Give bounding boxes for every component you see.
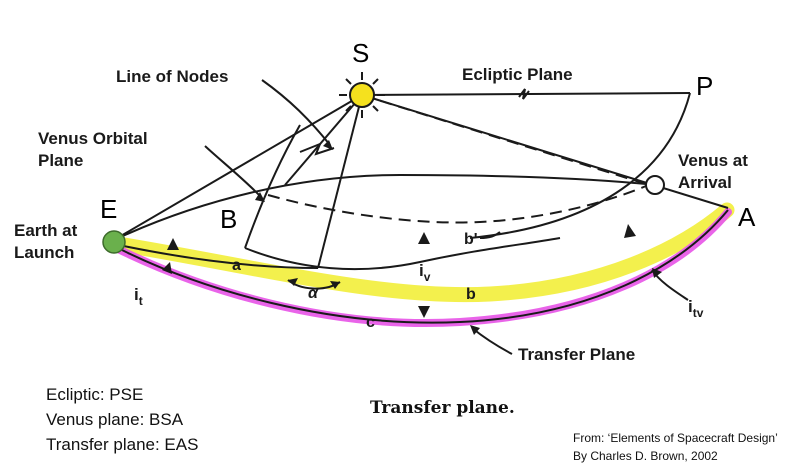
angle-alpha-label: α <box>308 285 319 302</box>
sun-to-earth-line <box>113 94 363 241</box>
earth-at-launch-label-1: Earth at <box>14 221 78 240</box>
i-v-sub: v <box>424 270 431 284</box>
venus-orbital-arc <box>113 173 647 241</box>
arc-c-label: c <box>366 314 375 331</box>
iv-arrow-bottom <box>418 306 430 318</box>
ecliptic-arc-p <box>469 92 691 239</box>
i-tv-sub: tv <box>693 306 704 320</box>
arc-b-prime-label: b' <box>464 231 478 248</box>
source-credit: From: ‘Elements of Spacecraft Design’ By… <box>573 429 778 465</box>
point-s-label: S <box>352 38 369 68</box>
transfer-arc-line <box>113 209 729 324</box>
point-b-label: B <box>220 204 237 234</box>
i-v-main: i <box>419 261 424 280</box>
arc-b-curve <box>244 237 561 271</box>
i-v-label: iv <box>419 261 431 284</box>
earth-at-launch-label-2: Launch <box>14 243 74 262</box>
ecliptic-break-mark <box>518 88 530 100</box>
b-prime-leader <box>479 231 501 239</box>
ecliptic-plane-label: Ecliptic Plane <box>462 65 573 84</box>
iv-arrow-top <box>418 232 430 244</box>
alpha-arrow-left <box>288 278 298 286</box>
arc-b-label: b <box>466 286 476 303</box>
venus-orbital-arrow <box>255 192 265 202</box>
i-t-label: it <box>134 285 143 308</box>
transfer-plane-arrow <box>470 325 480 335</box>
venus-at-arrival-label-2: Arrival <box>678 173 732 192</box>
venus-orbital-plane-label-2: Plane <box>38 151 83 170</box>
earth-icon <box>102 230 126 254</box>
line-of-nodes-break <box>299 142 335 156</box>
sun-icon <box>339 72 385 118</box>
plane-legend: Ecliptic: PSE Venus plane: BSA Transfer … <box>46 382 198 457</box>
line-of-nodes <box>317 94 363 269</box>
legend-venus-plane: Venus plane: BSA <box>46 410 184 429</box>
line-of-nodes-label: Line of Nodes <box>116 67 228 86</box>
transfer-plane-leader <box>471 327 513 355</box>
i-tv-label: itv <box>688 297 704 320</box>
sun-to-b-line <box>284 94 363 186</box>
venus-plane-dashed-arc <box>267 185 647 224</box>
venus-orbital-leader <box>204 145 263 199</box>
venus-plane-left-edge <box>244 124 301 249</box>
point-e-label: E <box>100 194 117 224</box>
credit-author: By Charles D. Brown, 2002 <box>573 449 718 463</box>
it-arrow-bottom <box>162 262 172 274</box>
i-tv-main: i <box>688 297 693 316</box>
itv-arrow-head <box>652 268 662 278</box>
i-t-main: i <box>134 285 139 304</box>
arc-a-label: a <box>232 257 241 274</box>
venus-orbital-plane-label-1: Venus Orbital <box>38 129 148 148</box>
transfer-plane-label: Transfer Plane <box>518 345 635 364</box>
legend-transfer-plane: Transfer plane: EAS <box>46 435 199 454</box>
venus-plane-highlight <box>104 202 735 303</box>
point-a-label: A <box>738 202 756 232</box>
arc-a-line <box>113 243 319 269</box>
line-of-nodes-leader <box>261 79 331 146</box>
itv-arrow-top <box>624 224 636 238</box>
point-p-label: P <box>696 71 713 101</box>
venus-at-arrival-label-1: Venus at <box>678 151 748 170</box>
sun-to-arrival-line <box>361 94 729 209</box>
credit-source: From: ‘Elements of Spacecraft Design’ <box>573 431 778 445</box>
i-t-sub: t <box>139 294 143 308</box>
figure-caption: Transfer plane. <box>370 398 515 418</box>
line-of-nodes-arrow <box>323 140 333 150</box>
alpha-arrow-right <box>330 281 340 289</box>
legend-ecliptic: Ecliptic: PSE <box>46 385 144 404</box>
it-arrow-top <box>167 238 179 250</box>
venus-arrival-icon <box>645 175 665 195</box>
